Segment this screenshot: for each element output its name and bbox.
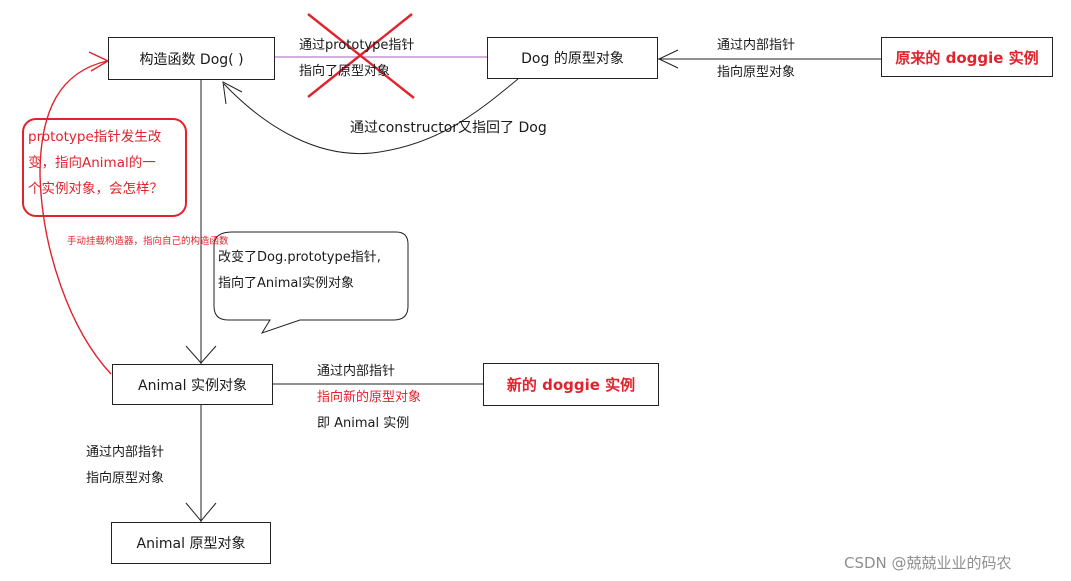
bubble-text-line1: 改变了Dog.prototype指针, <box>218 250 381 265</box>
animal-to-prototype-arrowhead <box>185 502 217 522</box>
new-internal-label-line3: 即 Animal 实例 <box>317 416 410 431</box>
animal-instance-box: Animal 实例对象 <box>112 364 273 405</box>
new-doggie-box: 新的 doggie 实例 <box>483 363 659 406</box>
dog-prototype-box: Dog 的原型对象 <box>487 37 658 79</box>
speech-bubble-shape <box>213 231 409 334</box>
question-note: prototype指针发生改 变，指向Animal的一 个实例对象，会怎样？ <box>22 118 187 217</box>
new-internal-label-line1: 通过内部指针 <box>317 364 396 379</box>
cross-mark-line-b <box>307 13 413 98</box>
animal-prototype-box: Animal 原型对象 <box>111 522 271 564</box>
note-line2: 变，指向Animal的一 <box>28 155 156 171</box>
constructor-arrowhead <box>222 81 243 105</box>
bubble-text-line2: 指向了Animal实例对象 <box>218 276 354 291</box>
note-line3: 个实例对象，会怎样？ <box>28 181 163 197</box>
new-internal-label-line2: 指向新的原型对象 <box>317 390 422 405</box>
dog-to-animal-arrowhead <box>185 345 217 364</box>
original-doggie-box: 原来的 doggie 实例 <box>881 37 1053 77</box>
note-line1: prototype指针发生改 <box>28 129 162 145</box>
dog-constructor-box: 构造函数 Dog( ) <box>108 37 275 80</box>
watermark: CSDN @兢兢业业的码农 <box>844 554 1012 572</box>
internal-top-label-line1: 通过内部指针 <box>717 38 796 53</box>
prototype-label-line2: 指向了原型对象 <box>299 64 391 79</box>
manual-constructor-label: 手动挂载构造器，指向自己的构造函数 <box>67 236 229 247</box>
prototype-label-line1: 通过prototype指针 <box>299 38 415 53</box>
manual-constructor-curve <box>39 60 112 375</box>
constructor-back-label: 通过constructor又指回了 Dog <box>350 120 547 136</box>
bottom-internal-label-line1: 通过内部指针 <box>86 445 165 460</box>
bottom-internal-label-line2: 指向原型对象 <box>86 471 165 486</box>
original-internal-arrowhead <box>657 49 679 69</box>
constructor-curve <box>223 78 519 155</box>
internal-top-label-line2: 指向原型对象 <box>717 65 796 80</box>
